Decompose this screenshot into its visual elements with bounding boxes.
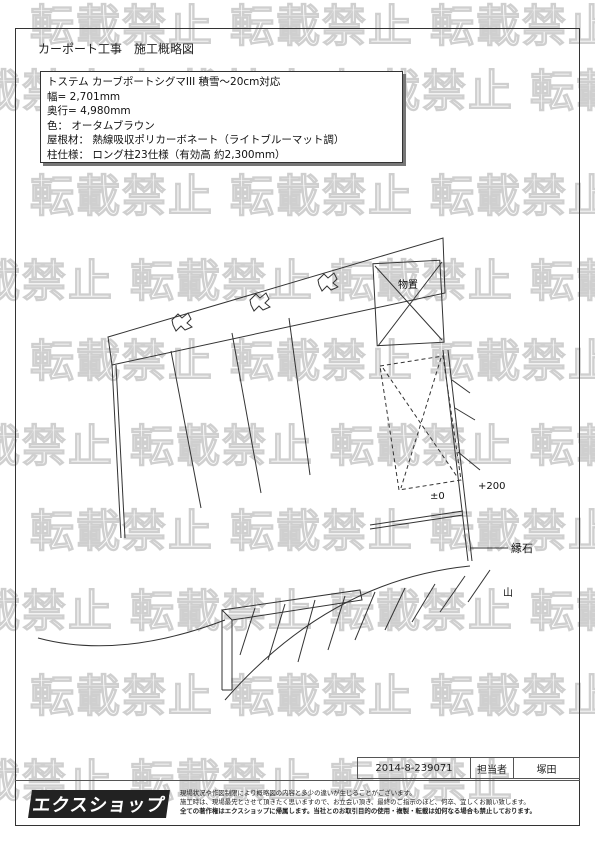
right-pillar — [447, 349, 473, 562]
spec-box: トステム カーブポートシグマIII 積雪～20cm対応 幅= 2,701mm 奥… — [40, 71, 403, 163]
mountain-label: 山 — [503, 588, 513, 599]
spec-line-pillar: 柱仕様： ロング柱23仕様（有効高 約2,300mm） — [47, 148, 286, 161]
document-title: カーポート工事 施工概略図 — [38, 42, 195, 56]
roof-divider — [288, 317, 311, 476]
carport-roof — [107, 237, 446, 366]
company-logo: エクスショップ — [28, 790, 170, 818]
spec-line-product: トステム カーブポートシグマIII 積雪～20cm対応 — [47, 76, 281, 88]
right-pillar — [442, 349, 469, 562]
person-label: 担当者 — [471, 758, 514, 778]
spec-line-depth: 奥行= 4,980mm — [47, 105, 131, 118]
curb-label: 縁石 — [511, 542, 533, 555]
slope-curve — [224, 565, 471, 701]
spec-line-width: 幅= 2,701mm — [47, 90, 121, 103]
level-zero-label: ±0 — [430, 491, 445, 502]
disclaimer-line: 全ての著作権はエクスショップに帰属します。当社とのお取引目的の使用・複製・転載は… — [180, 807, 536, 815]
spec-line-roof: 屋根材： 熱線吸収ポリカーボネート（ライトブルーマット調） — [47, 134, 345, 147]
disclaimer-line: 施工時は、現場最先とさせて頂きたく思いますので、お立会い頂き、最終のご指示のほど… — [180, 798, 530, 806]
drawing-frame — [15, 28, 580, 826]
boundary-line — [111, 364, 122, 539]
disclaimer-line: 現場状況や作図制限により概略図の内容と多少の違いが生じることがございます。 — [180, 789, 416, 797]
tree-icon — [171, 312, 193, 332]
storage-shed — [372, 259, 445, 347]
footer-divider — [15, 780, 580, 781]
document-number: 2014-8-239071 — [358, 758, 471, 778]
tree-icon — [249, 292, 271, 312]
tree-icon — [317, 272, 339, 292]
level-plus-label: +200 — [478, 481, 506, 492]
spec-line-color: 色： オータムブラウン — [47, 119, 155, 132]
roof-divider — [231, 332, 262, 494]
storage-label: 物置 — [398, 280, 418, 291]
person-name: 塚田 — [536, 764, 557, 776]
curb-strip — [369, 510, 464, 526]
roof-divider — [170, 350, 202, 509]
footer-disclaimer: 現場状況や作図制限により概略図の内容と多少の違いが生じることがございます。 施工… — [180, 789, 575, 816]
info-table: 2014-8-239071 担当者 塚田 — [357, 757, 580, 779]
lower-wall — [220, 589, 363, 621]
boundary-line — [115, 364, 126, 539]
parking-space-outline — [379, 355, 462, 491]
